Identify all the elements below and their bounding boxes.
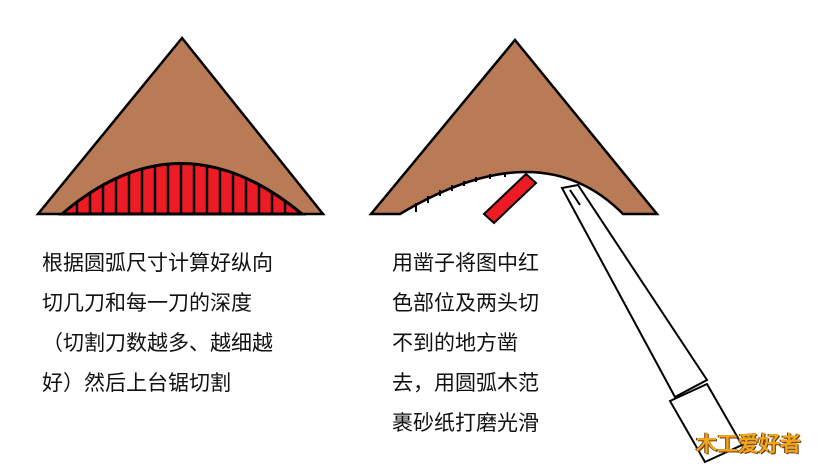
chisel-icon [560,183,744,464]
caption-line: 色部位及两头切 [392,291,539,315]
caption-line: 根据圆弧尺寸计算好纵向 [42,251,273,275]
rough-cut-marks [415,172,506,212]
right-caption: 用凿子将图中红 色部位及两头切 不到的地方凿 去，用圆弧木范 裹砂纸打磨光滑 [392,243,539,443]
caption-line: 用凿子将图中红 [392,251,539,275]
chisel-handle [668,382,744,464]
caption-line: （切割刀数越多、越细越 [42,331,273,355]
caption-line: 不到的地方凿 [392,331,518,355]
wood-chip-icon [482,172,538,225]
watermark-logo: 木工爱好者 [696,432,801,456]
left-wood-triangle [35,36,326,216]
left-caption: 根据圆弧尺寸计算好纵向 切几刀和每一刀的深度 （切割刀数越多、越细越 好）然后上… [42,243,273,403]
caption-line: 好）然后上台锯切割 [42,371,231,395]
chisel-bevel [569,189,581,206]
caption-line: 切几刀和每一刀的深度 [42,291,252,315]
right-wood-triangle [368,38,660,216]
chisel-blade [560,183,709,399]
caption-line: 裹砂纸打磨光滑 [392,411,539,435]
caption-line: 去，用圆弧木范 [392,371,539,395]
right-arched-body [368,38,660,216]
